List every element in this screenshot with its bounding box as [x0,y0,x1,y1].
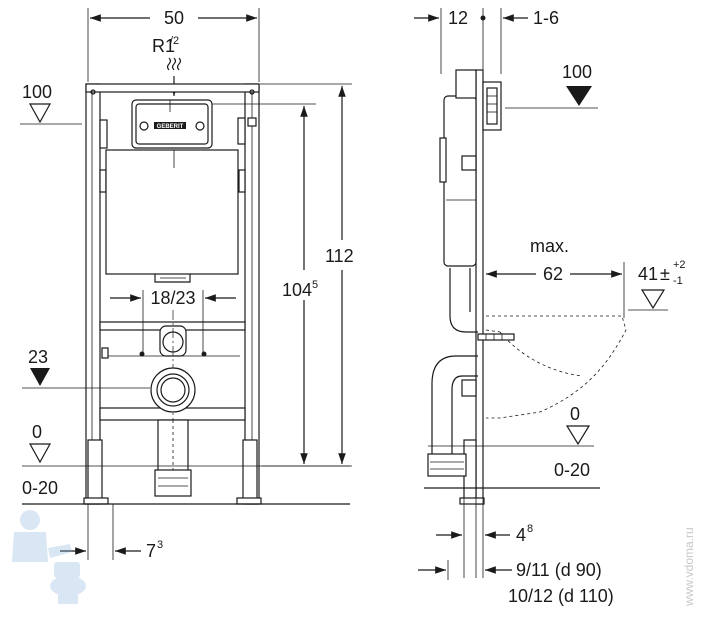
inlet-base: R1 [152,36,175,56]
side-view: 12 1-6 100 [414,8,686,606]
side-level-100: 100 [505,62,598,109]
front-level-100-label: 100 [22,82,52,102]
bottom-dimensions: 4 8 9/11 (d 90) 10/12 (d 110) [418,488,614,606]
side-level-0-label: 0 [570,404,580,424]
foot-offset: 7 3 [60,504,163,561]
pipe-110-label: 10/12 (d 110) [508,586,614,606]
toilet-bowl-outline [485,315,627,419]
bowl-pm: ± [660,264,670,284]
frame-offset-sup: 8 [527,523,533,535]
plate-offset-label: 1-6 [533,8,559,28]
side-level-100-label: 100 [562,62,592,82]
front-floor-level: 0 0-20 [22,422,350,505]
pipe-90-label: 9/11 (d 90) [516,560,602,580]
width-dimension: 50 [87,8,260,82]
drain-outlet [150,367,196,497]
width-label: 50 [164,8,184,28]
front-level-0-label: 0 [32,422,42,442]
depth-label: 12 [448,8,468,28]
frame-offset-label: 4 [516,525,526,545]
side-frame [439,69,502,505]
side-floor-range: 0-20 [554,460,590,480]
max-label: max. [530,236,569,256]
front-floor-range: 0-20 [22,478,58,498]
support-spacing-label: 18/23 [150,288,195,308]
bowl-height-label: 41 [638,264,658,284]
inlet-frac: /2 [170,35,179,47]
flush-pipe [449,268,515,341]
bowl-tol-plus: +2 [673,259,686,271]
height-total: 112 [325,246,354,266]
foot-offset-sup: 3 [157,539,163,551]
front-level-23-label: 23 [28,347,48,367]
front-view: 50 R1 /2 100 [20,8,354,561]
side-floor-level: 0 0-20 [424,404,600,489]
projection-label: 62 [543,264,563,284]
projection-dimension: max. 62 [486,236,625,318]
foot-offset-label: 7 [146,541,156,561]
front-level-23: 23 [22,347,150,389]
bowl-tol-minus: -1 [673,275,683,287]
height-inner: 104 [282,280,312,300]
cistern [105,149,239,283]
site-watermark: www.vdoma.ru [682,527,696,607]
front-level-100: 100 [20,82,82,125]
actuator-plate: GEBERIT [131,99,213,149]
drain-elbow [427,355,478,477]
support-spacing: 18/23 [110,288,236,355]
height-inner-sup: 5 [312,279,318,291]
brand-logo: GEBERIT [157,124,184,130]
plumber-mascot-watermark [12,510,86,604]
height-dimensions: 104 5 112 [212,83,354,467]
depth-dimensions: 12 1-6 [414,8,559,74]
bowl-height: 41 ± +2 -1 [628,259,686,311]
